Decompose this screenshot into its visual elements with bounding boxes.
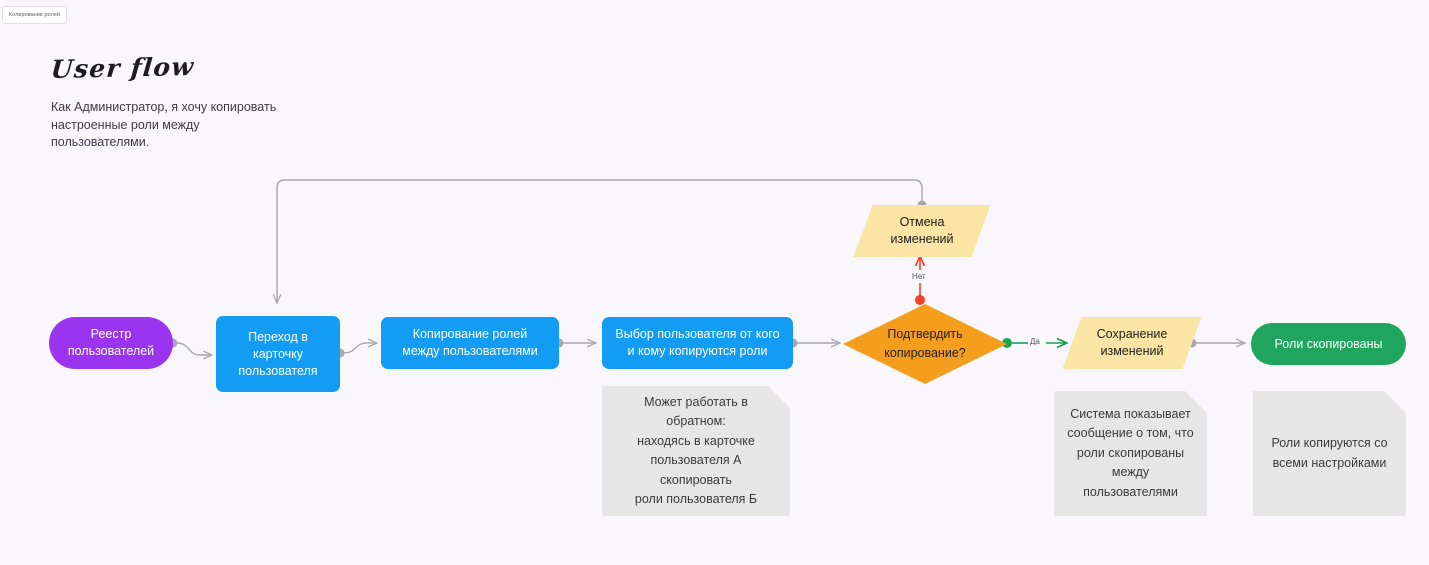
node-confirm-decision[interactable]: Подтвердить копирование? [843, 304, 1007, 384]
note-settings[interactable]: Роли копируются со всеми настройками [1253, 391, 1406, 516]
node-registry-label: Реестр пользователей [67, 327, 155, 358]
node-save-changes-label: Сохранение изменений [1096, 327, 1168, 358]
node-select-users[interactable]: Выбор пользователя от кого и кому копиру… [602, 317, 793, 369]
tab-bar: Копирование ролей [0, 0, 1429, 26]
page-title: User flow [49, 52, 196, 84]
node-cancel-changes-label: Отмена изменений [890, 215, 954, 246]
edge-label-no: Нет [912, 272, 926, 281]
node-roles-copied-label: Роли скопированы [1274, 336, 1383, 351]
edge-cancel-loop-to-open-card [277, 179, 927, 303]
note-fold-corner-icon [1384, 391, 1406, 413]
tab-copy-roles[interactable]: Копирование ролей [2, 6, 68, 24]
node-roles-copied[interactable]: Роли скопированы [1251, 323, 1406, 365]
tab-copy-roles-label: Копирование ролей [9, 12, 61, 18]
edge-copy-roles-to-select-users [554, 339, 597, 348]
edge-save-to-done [1187, 339, 1246, 348]
node-copy-roles-label: Копирование ролей между пользователями [402, 327, 538, 358]
note-settings-text: Роли копируются со всеми настройками [1271, 436, 1388, 470]
note-reverse[interactable]: Может работать в обратном: находясь в ка… [602, 386, 790, 516]
node-cancel-changes[interactable]: Отмена изменений [853, 205, 991, 257]
page-description: Как Администратор, я хочу копировать нас… [51, 100, 277, 149]
node-confirm-decision-label: Подтвердить копирование? [884, 327, 966, 360]
node-copy-roles[interactable]: Копирование ролей между пользователями [381, 317, 559, 369]
node-registry[interactable]: Реестр пользователей [49, 317, 173, 369]
note-reverse-text: Может работать в обратном: находясь в ка… [634, 394, 758, 506]
node-open-card-label: Переход в карточку пользователя [238, 329, 318, 378]
edge-open-card-to-copy-roles [335, 343, 378, 358]
node-select-users-label: Выбор пользователя от кого и кому копиру… [615, 327, 780, 358]
node-open-card[interactable]: Переход в карточку пользователя [216, 316, 340, 392]
edge-registry-to-open-card [168, 338, 213, 356]
edge-label-yes: Да [1030, 337, 1040, 346]
note-message[interactable]: Система показывает сообщение о том, что … [1054, 391, 1207, 516]
edge-select-users-to-confirm [788, 339, 841, 348]
node-save-changes[interactable]: Сохранение изменений [1062, 317, 1202, 369]
note-message-text: Система показывает сообщение о том, что … [1067, 406, 1194, 499]
